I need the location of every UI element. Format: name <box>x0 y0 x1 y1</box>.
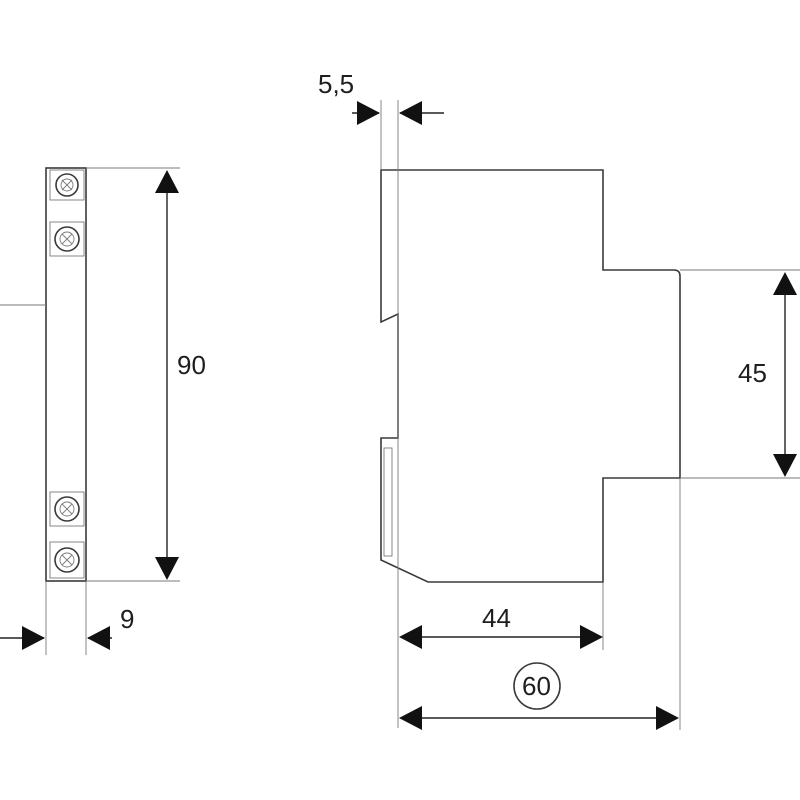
arrow-90-top <box>155 170 179 193</box>
dim-label-44: 44 <box>482 603 511 633</box>
arrow-45-top <box>773 272 797 295</box>
dim-label-45: 45 <box>738 358 767 388</box>
dim-label-60: 60 <box>522 671 551 701</box>
dim-label-90: 90 <box>177 350 206 380</box>
arrow-9-right <box>87 626 110 650</box>
arrow-60-right <box>656 706 679 730</box>
dim-label-5-5: 5,5 <box>318 69 354 99</box>
side-view <box>0 167 180 655</box>
dim-60-circle <box>513 662 561 710</box>
arrow-45-bottom <box>773 454 797 477</box>
terminal-screw-1 <box>49 169 85 201</box>
front-view <box>352 100 800 730</box>
arrow-90-bottom <box>155 557 179 580</box>
arrow-9-left <box>22 626 45 650</box>
dim-label-9: 9 <box>120 604 134 634</box>
arrow-60-left <box>399 706 422 730</box>
terminal-screw-3 <box>49 491 85 527</box>
terminal-screw-2 <box>49 221 85 257</box>
side-view-body <box>45 167 87 582</box>
front-view-outline <box>380 169 681 583</box>
arrow-5-5-right <box>399 101 422 125</box>
arrow-44-right <box>580 625 603 649</box>
din-clip-slot <box>383 447 393 557</box>
terminal-screw-4 <box>49 541 85 579</box>
arrow-44-left <box>399 625 422 649</box>
arrow-5-5-left <box>357 101 380 125</box>
